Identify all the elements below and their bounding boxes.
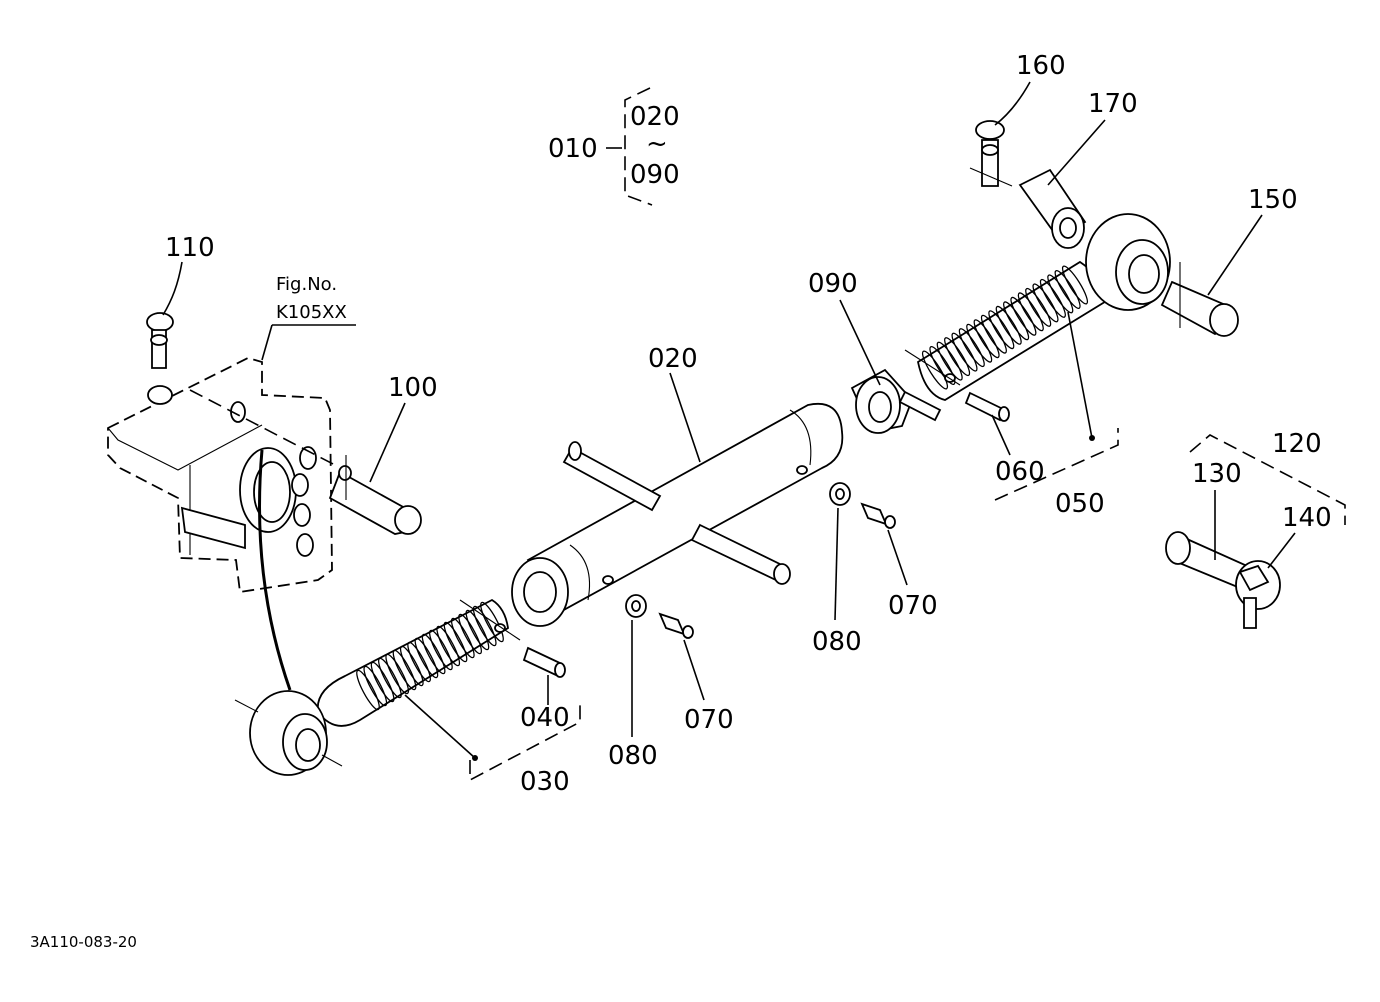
lynch-pin-140 bbox=[1235, 560, 1281, 629]
thread-ring bbox=[472, 605, 497, 647]
bracket-050 bbox=[994, 428, 1119, 501]
label-030: 030 bbox=[520, 767, 570, 797]
thread-ring bbox=[929, 346, 956, 385]
thread-ring bbox=[480, 601, 504, 643]
label-range-to: 090 bbox=[630, 160, 680, 190]
pin-100 bbox=[328, 455, 422, 535]
label-100: 100 bbox=[388, 373, 438, 403]
label-range-tilde: ~ bbox=[646, 129, 668, 159]
thread-ring bbox=[1061, 265, 1089, 305]
grease-fitting-070-upper bbox=[860, 502, 896, 529]
label-170: 170 bbox=[1088, 89, 1138, 119]
bracket-120 bbox=[1189, 434, 1346, 525]
thread-ring bbox=[356, 669, 380, 711]
label-050: 050 bbox=[1055, 489, 1105, 519]
pin-150 bbox=[1160, 262, 1239, 337]
pin-160 bbox=[969, 120, 1013, 187]
label-range-from: 020 bbox=[630, 102, 680, 132]
mounting-bracket bbox=[107, 357, 336, 594]
label-130: 130 bbox=[1192, 459, 1242, 489]
main-tube-020 bbox=[511, 402, 844, 627]
thread-ring bbox=[392, 649, 417, 691]
label-010: 010 bbox=[548, 134, 598, 164]
spring-pin-060 bbox=[964, 391, 1010, 422]
thread-ring bbox=[363, 665, 388, 707]
label-110: 110 bbox=[165, 233, 215, 263]
label-090: 090 bbox=[808, 269, 858, 299]
thread-ring bbox=[450, 617, 475, 659]
thread-ring bbox=[458, 613, 482, 655]
label-070-lower: 070 bbox=[684, 705, 734, 735]
grease-fitting-070-lower bbox=[658, 612, 694, 639]
thread-ring bbox=[988, 310, 1015, 350]
pin-130 bbox=[1165, 531, 1247, 590]
thread-ring bbox=[1010, 296, 1037, 336]
thread-ring bbox=[951, 332, 978, 372]
thread-ring bbox=[921, 350, 949, 390]
thread-ring bbox=[429, 629, 453, 671]
threaded-rod-050 bbox=[904, 213, 1171, 401]
thread-ring bbox=[436, 625, 461, 667]
thread-ring bbox=[958, 328, 985, 368]
thread-ring bbox=[407, 641, 431, 683]
thread-ring bbox=[421, 633, 446, 675]
bracket-030 bbox=[469, 705, 581, 782]
label-020: 020 bbox=[648, 344, 698, 374]
label-080-lower: 080 bbox=[608, 741, 658, 771]
pin-110 bbox=[146, 312, 174, 369]
figure-ref-line1: Fig.No. bbox=[276, 274, 337, 295]
range-bracket bbox=[624, 87, 653, 206]
label-140: 140 bbox=[1282, 503, 1332, 533]
label-070-upper: 070 bbox=[888, 591, 938, 621]
thread-ring bbox=[1054, 270, 1081, 309]
thread-ring bbox=[1017, 292, 1044, 332]
thread-ring bbox=[966, 323, 993, 363]
label-160: 160 bbox=[1016, 51, 1066, 81]
spring-pin-040 bbox=[522, 646, 566, 678]
label-120: 120 bbox=[1272, 429, 1322, 459]
collar-170 bbox=[1018, 168, 1087, 249]
washer-080-upper bbox=[829, 482, 851, 506]
label-040: 040 bbox=[520, 703, 570, 733]
thread-ring bbox=[973, 319, 1000, 359]
thread-ring bbox=[936, 341, 963, 381]
thread-ring bbox=[465, 609, 490, 651]
assembly-range-group: 010 020 ~ 090 bbox=[548, 87, 680, 206]
thread-ring bbox=[980, 314, 1007, 354]
thread-ring bbox=[1025, 287, 1052, 327]
washer-080-lower bbox=[625, 594, 647, 618]
label-060: 060 bbox=[995, 457, 1045, 487]
thread-ring bbox=[370, 661, 395, 703]
thread-ring bbox=[1047, 274, 1074, 314]
thread-ring bbox=[414, 637, 439, 679]
thread-ring bbox=[399, 645, 424, 687]
thread-ring bbox=[378, 657, 402, 699]
thread-ring bbox=[995, 305, 1022, 345]
threaded-rod-030 bbox=[234, 598, 521, 776]
thread-ring bbox=[443, 621, 468, 663]
drawing-code: 3A110-083-20 bbox=[30, 933, 137, 951]
thread-ring bbox=[1039, 278, 1066, 318]
thread-ring bbox=[1003, 301, 1030, 341]
label-080-upper: 080 bbox=[812, 627, 862, 657]
label-150: 150 bbox=[1248, 185, 1298, 215]
figure-ref-line2: K105XX bbox=[276, 302, 347, 323]
thread-ring bbox=[944, 337, 971, 377]
thread-ring bbox=[1032, 283, 1059, 323]
lock-nut-090 bbox=[850, 368, 942, 434]
thread-ring bbox=[385, 653, 410, 695]
